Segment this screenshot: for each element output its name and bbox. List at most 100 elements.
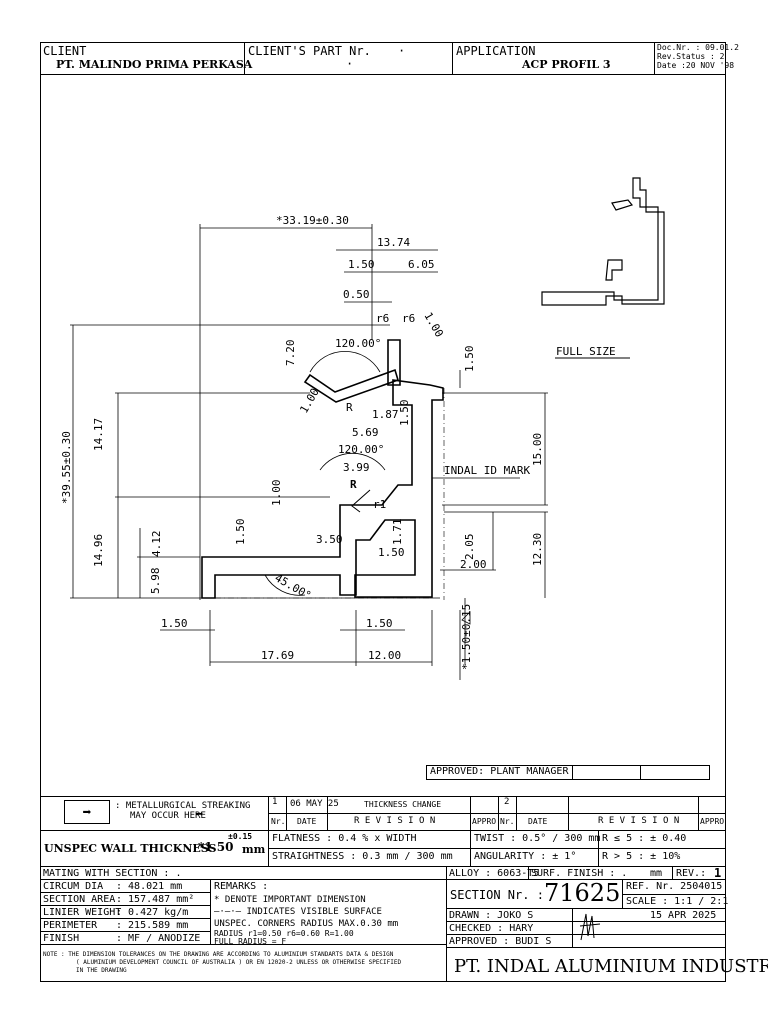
dim-12-30: 12.30 — [531, 533, 544, 566]
angle-arc-a — [309, 351, 381, 373]
dim-12-00: 12.00 — [368, 649, 401, 662]
part-value-2: · — [346, 57, 354, 71]
drawn: DRAWN : JOKO S — [449, 910, 534, 921]
scale: SCALE : 1:1 / 2:1 — [626, 896, 729, 907]
angle-arc-c — [264, 574, 306, 596]
rev-desc-1: THICKNESS CHANGE — [364, 800, 442, 809]
mating: MATING WITH SECTION : . — [43, 868, 182, 879]
straightness: STRAIGHTNESS : 0.3 mm / 300 mm — [272, 851, 453, 862]
drawing-frame — [40, 42, 726, 982]
dim-r-a: R — [346, 401, 353, 414]
dim-angle-120-a: 120.00° — [335, 337, 381, 350]
main-profile — [201, 339, 444, 599]
angle-arc-b — [319, 452, 386, 471]
col-appro-2: APPRO — [700, 817, 725, 826]
col-date: DATE — [297, 817, 317, 826]
header-divider-2 — [452, 42, 453, 74]
dim-3-50: 3.50 — [316, 533, 343, 546]
dim-5-98: 5.98 — [149, 568, 162, 595]
col-appro: APPRO — [472, 817, 497, 826]
dim-7-20: 7.20 — [284, 340, 297, 367]
dim-1-00-a: 1.00 — [421, 310, 446, 339]
unspec-wall-tol: ±0.15 — [228, 832, 253, 841]
info-row-4 — [40, 918, 210, 919]
part-value-1: · — [398, 44, 406, 58]
rev-label: REV.: — [676, 868, 707, 879]
dim-1-87: 1.87 — [372, 408, 399, 421]
dim-1-50-right: 1.50 — [463, 346, 476, 373]
approval-box — [426, 765, 710, 780]
tol-mid-line — [268, 848, 726, 849]
indal-id-mark: INDAL ID MARK — [444, 464, 530, 477]
application-label: APPLICATION — [456, 44, 536, 58]
tol-col-1 — [268, 830, 269, 866]
info-row-1 — [40, 879, 726, 880]
dim-r1: r1 — [373, 498, 386, 511]
dim-angle-120-b: 120.00° — [338, 443, 384, 456]
full-size-profile — [541, 177, 665, 306]
section-label: SECTION Nr. : — [450, 888, 544, 902]
dim-4-12: 4.12 — [150, 531, 163, 558]
dim-1-50-bl: 1.50 — [161, 617, 188, 630]
alloy: ALLOY : 6063-T5 — [449, 868, 540, 879]
wall-symbol — [461, 611, 471, 625]
unspec-wall-value: *1.50 — [198, 840, 234, 854]
dim-0-50: 0.50 — [343, 288, 370, 301]
circum-value: : 48.021 mm — [116, 881, 183, 892]
dim-3-99: 3.99 — [343, 461, 370, 474]
dim-1-50-bm: 1.50 — [366, 617, 393, 630]
header-divider-1 — [244, 42, 245, 74]
streaking-arrow-icon: ➡ — [64, 800, 110, 824]
signature-icon — [579, 913, 601, 941]
approved-plant-manager: APPROVED: PLANT MANAGER — [430, 766, 569, 777]
tol-col-2 — [470, 830, 471, 866]
dim-1-50-left: 1.50 — [234, 519, 247, 546]
rev-date-1: 06 MAY 25 — [290, 799, 339, 809]
doc-date: Date :20 NOV '98 — [657, 61, 735, 70]
perimeter-label: PERIMETER — [43, 920, 98, 931]
profile-drawing: FULL SIZE — [60, 177, 665, 680]
dim-1-71: 1.71 — [391, 519, 404, 546]
info-col-2 — [446, 866, 447, 982]
dim-14-96: 14.96 — [92, 534, 105, 567]
revision-top-line — [40, 796, 726, 797]
weight-label: LINIER WEIGHT — [43, 907, 122, 918]
dim-2-05: 2.05 — [463, 534, 476, 561]
rev-nr-2: 2 — [504, 797, 510, 807]
remark-4: RADIUS r1=0.50 r6=0.60 R=1.00 — [214, 929, 354, 938]
note-1: NOTE : THE DIMENSION TOLERANCES ON THE D… — [43, 951, 394, 958]
ref-nr: REF. Nr. 2504015 — [626, 881, 723, 892]
remark-3: UNSPEC. CORNERS RADIUS MAX.0.30 mm — [214, 919, 399, 929]
part-label: CLIENT'S PART Nr. — [248, 44, 371, 58]
info-col-1 — [210, 879, 211, 944]
dim-15-00: 15.00 — [531, 433, 544, 466]
r1-leader — [351, 489, 371, 513]
checked: CHECKED : HARY — [449, 923, 534, 934]
dim-1-50-inner: 1.50 — [378, 546, 405, 559]
streaking-pointer-icon: ➡ — [196, 807, 204, 821]
rev-nr-1: 1 — [272, 797, 278, 807]
centerlines — [215, 388, 445, 600]
client-label: CLIENT — [43, 44, 87, 58]
col-nr-2: Nr. — [500, 817, 515, 826]
dim-r6-b: r6 — [402, 312, 415, 325]
full-size-label: FULL SIZE — [556, 345, 616, 358]
circum-label: CIRCUM DIA — [43, 881, 104, 892]
surf-finish: SURF. FINISH : . — [531, 868, 628, 879]
remark-2: —·—·— INDICATES VISIBLE SURFACE — [214, 907, 382, 917]
area-value: : 157.487 mm² — [116, 894, 195, 905]
dim-1-00-b: 1.00 — [297, 386, 322, 415]
approval-divider-1 — [572, 765, 573, 780]
dim-13-74: 13.74 — [377, 236, 410, 249]
dim-2-00: 2.00 — [460, 558, 487, 571]
dim-6-05: 6.05 — [408, 258, 435, 271]
surf-finish-unit: mm — [650, 868, 663, 879]
finish-label: FINISH — [43, 933, 80, 944]
approved-bottom-line — [446, 947, 726, 948]
section-divider — [622, 879, 623, 908]
drawn-bottom-line — [446, 921, 726, 922]
section-value: 71625 — [544, 879, 621, 907]
info-row-3 — [40, 905, 210, 906]
dim-1-50-top: 1.50 — [348, 258, 375, 271]
header-bottom-line — [40, 74, 726, 75]
